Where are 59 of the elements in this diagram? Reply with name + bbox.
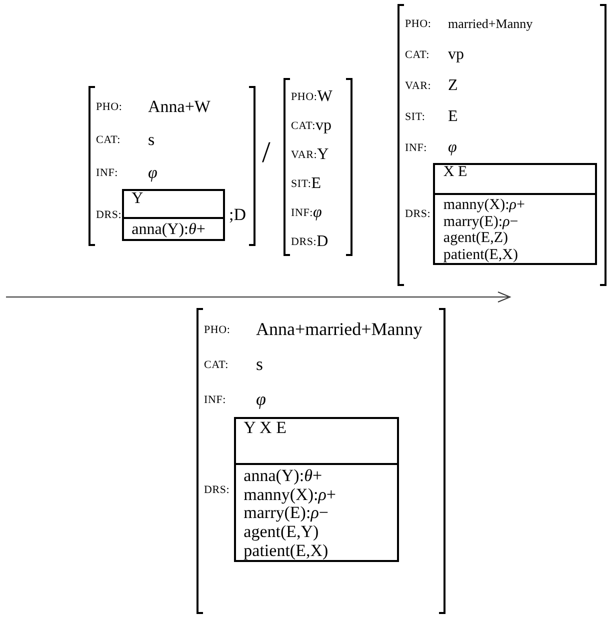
feature-value: φ xyxy=(256,389,266,410)
feature-name: INF: xyxy=(204,394,227,406)
feature-name: PHO: xyxy=(96,100,124,112)
feature-name: PHO: xyxy=(291,90,318,102)
feature-value: vp xyxy=(448,46,464,64)
feature-name: PHO: xyxy=(204,324,232,336)
feature-name: DRS: xyxy=(405,208,430,220)
feature-value: Anna+W xyxy=(148,96,210,116)
attribute-value-matrix xyxy=(283,78,353,256)
feature-value: married+Manny xyxy=(448,16,533,32)
feature-name: INF: xyxy=(405,142,428,154)
drs-condition: patient(E,X) xyxy=(443,246,519,263)
feature-value: E xyxy=(448,108,458,126)
attribute-value-matrix xyxy=(397,4,607,286)
feature-name: CAT: xyxy=(204,358,230,370)
feature-name: DRS: xyxy=(204,484,230,496)
feature-value: s xyxy=(256,354,264,375)
feature-value: φ xyxy=(148,162,158,182)
drs-condition: patient(E,X) xyxy=(244,542,330,560)
feature-name: CAT: xyxy=(291,120,316,132)
feature-name: INF: xyxy=(96,166,119,178)
discourse-referents: Y xyxy=(132,190,144,207)
drs-condition: marry(E):ρ− xyxy=(244,504,330,524)
drs-condition: manny(X):ρ+ xyxy=(443,197,526,214)
feature-value: Z xyxy=(448,76,458,94)
feature-value: D xyxy=(316,232,328,250)
feature-name: CAT: xyxy=(96,134,122,146)
feature-value: φ xyxy=(448,138,457,156)
drs-condition: manny(X):ρ+ xyxy=(244,486,338,504)
drs-condition: anna(Y):θ+ xyxy=(244,467,324,486)
feature-name: DRS: xyxy=(96,208,118,221)
discourse-referents: X E xyxy=(443,164,468,180)
attribute-value-matrix xyxy=(88,86,256,246)
feature-value: W xyxy=(317,88,332,106)
drs-box xyxy=(122,189,225,241)
feature-name: INF: xyxy=(291,206,313,218)
drs-box xyxy=(433,163,597,265)
feature-name: SIT: xyxy=(405,110,426,122)
feature-name: PHO: xyxy=(405,18,432,30)
feature-value: Anna+married+Manny xyxy=(256,319,422,340)
feature-name: CAT: xyxy=(405,48,430,60)
feature-name: DRS: xyxy=(291,236,317,248)
drs-condition: agent(E,Z) xyxy=(443,230,509,246)
feature-value: E xyxy=(311,174,321,192)
feature-value: s xyxy=(148,130,155,150)
feature-name: SIT: xyxy=(291,178,312,190)
discourse-referents: Y X E xyxy=(244,418,286,437)
feature-value: vp xyxy=(316,116,332,134)
drs-box xyxy=(234,417,399,562)
drs-condition: agent(E,Y) xyxy=(244,523,320,542)
drs-condition: anna(Y):θ+ xyxy=(132,221,206,239)
drs-condition: marry(E):ρ− xyxy=(443,214,520,230)
slash-operator: / xyxy=(262,136,270,170)
feature-value: Y xyxy=(317,146,329,164)
feature-name: VAR: xyxy=(405,80,432,92)
feature-value: ;D xyxy=(229,204,246,225)
attribute-value-matrix xyxy=(196,308,446,614)
feature-name: VAR: xyxy=(291,148,318,160)
feature-value: φ xyxy=(312,204,322,222)
